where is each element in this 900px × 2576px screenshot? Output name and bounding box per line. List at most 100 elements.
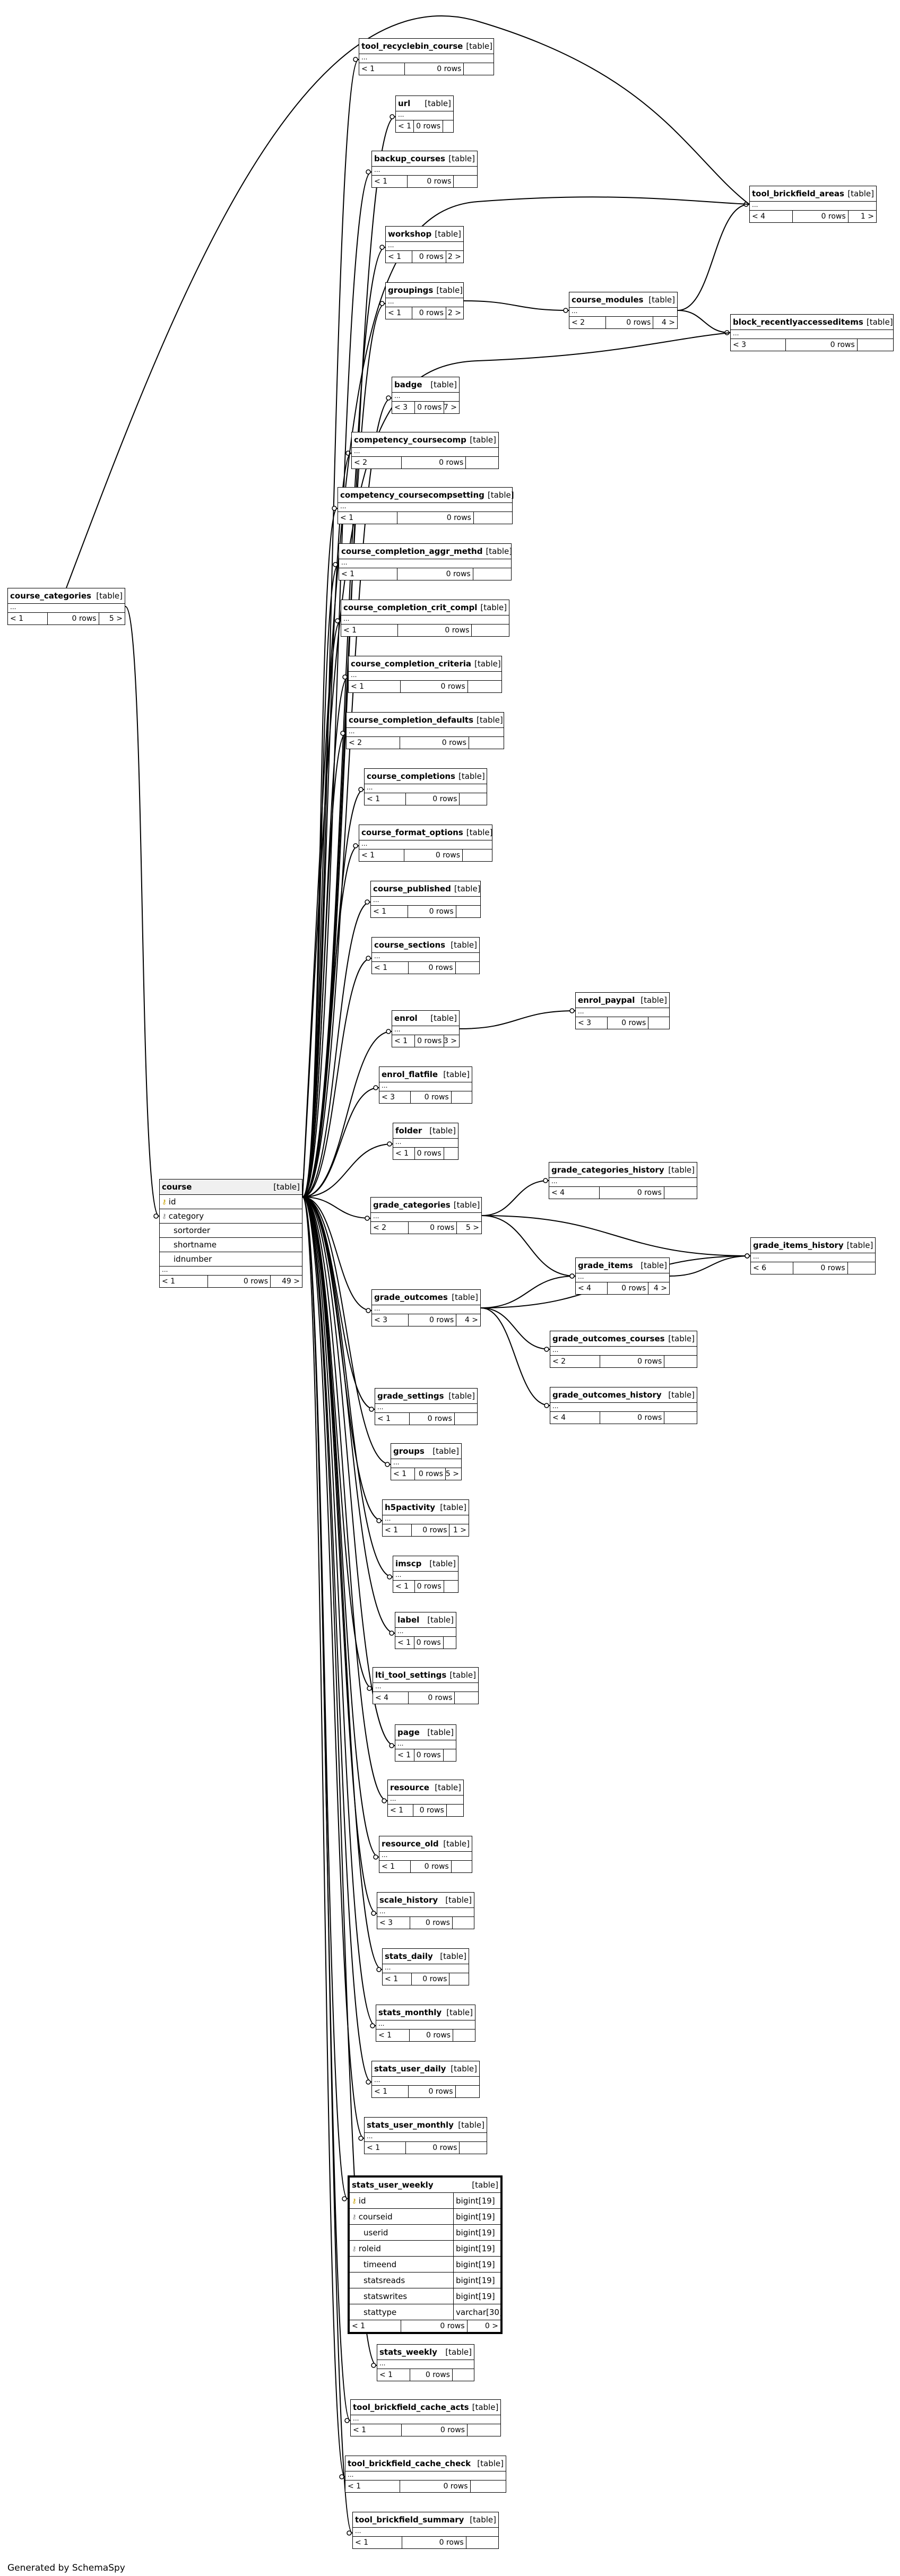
table-name[interactable]: backup_courses [374, 154, 445, 163]
parents-count[interactable]: < 1 [386, 307, 412, 319]
children-count[interactable]: 49 > [282, 1277, 300, 1286]
parents-count[interactable]: < 1 [393, 1581, 415, 1592]
parents-count[interactable]: < 1 [396, 120, 414, 132]
table-name[interactable]: resource [390, 1783, 429, 1792]
table-name[interactable]: stats_user_monthly [367, 2120, 454, 2130]
table-name[interactable]: competency_coursecomp [354, 435, 466, 445]
table-name[interactable]: course_format_options [361, 828, 463, 837]
parents-count[interactable]: < 1 [350, 2320, 401, 2332]
parents-count[interactable]: < 1 [372, 2086, 409, 2097]
parents-count[interactable]: < 2 [371, 1222, 409, 1234]
table-name[interactable]: badge [394, 380, 422, 389]
parents-count[interactable]: < 1 [377, 2369, 410, 2381]
table-course-completion-aggr-methd[interactable]: course_completion_aggr_methd[table]...< … [339, 543, 512, 580]
parents-count[interactable]: < 1 [395, 1749, 414, 1761]
parents-count[interactable]: < 1 [376, 2029, 410, 2041]
table-name[interactable]: course [162, 1182, 192, 1192]
parents-count[interactable]: < 1 [383, 1524, 412, 1536]
parents-count[interactable]: < 1 [365, 2142, 406, 2154]
parents-count[interactable]: < 1 [386, 251, 412, 263]
children-count[interactable]: 5 > [445, 1470, 459, 1478]
parents-count[interactable]: < 1 [341, 625, 399, 636]
table-name[interactable]: label [397, 1615, 420, 1625]
parents-count[interactable]: < 4 [373, 1692, 409, 1704]
table-competency-coursecompsetting[interactable]: competency_coursecompsetting[table]...< … [338, 487, 514, 524]
table-name[interactable]: scale_history [379, 1895, 438, 1905]
column-name[interactable]: userid [364, 2227, 388, 2237]
column-name[interactable]: shortname [174, 1240, 217, 1250]
children-count[interactable]: 3 > [443, 1037, 457, 1045]
table-name[interactable]: stats_monthly [378, 2008, 442, 2017]
column-name[interactable]: id [358, 2196, 366, 2206]
table-name[interactable]: stats_user_daily [374, 2064, 446, 2074]
table-name[interactable]: competency_coursecompsetting [340, 490, 484, 500]
table-name[interactable]: course_completion_defaults [349, 715, 474, 725]
parents-count[interactable]: < 6 [751, 1262, 793, 1274]
parents-count[interactable]: < 2 [352, 457, 402, 469]
parents-count[interactable]: < 4 [549, 1187, 600, 1199]
parents-count[interactable]: < 1 [379, 1861, 411, 1872]
table-name[interactable]: groupings [388, 285, 434, 295]
parents-count[interactable]: < 1 [395, 1637, 414, 1649]
parents-count[interactable]: < 3 [576, 1017, 608, 1029]
table-name[interactable]: course_completions [367, 771, 455, 781]
children-count[interactable]: 5 > [109, 614, 123, 623]
table-name[interactable]: page [397, 1728, 420, 1737]
parents-count[interactable]: < 1 [371, 906, 409, 917]
column-name[interactable]: statsreads [364, 2275, 405, 2285]
children-count[interactable]: 2 > [447, 309, 461, 317]
children-count[interactable]: 7 > [443, 403, 457, 412]
parents-count[interactable]: < 3 [372, 1314, 409, 1326]
parents-count[interactable]: < 1 [383, 1973, 412, 1985]
parents-count[interactable]: < 1 [391, 1468, 415, 1480]
parents-count[interactable]: < 1 [388, 1805, 414, 1816]
children-count[interactable]: 4 > [653, 1284, 667, 1293]
parents-count[interactable]: < 4 [576, 1282, 608, 1294]
column-name[interactable]: timeend [364, 2259, 397, 2269]
table-block-recentlyaccesseditems[interactable]: block_recentlyaccesseditems[table]...< 3… [730, 314, 894, 351]
table-name[interactable]: stats_weekly [379, 2347, 437, 2357]
parents-count[interactable]: < 1 [359, 849, 404, 861]
table-name[interactable]: course_completion_aggr_methd [341, 547, 483, 556]
table-name[interactable]: grade_categories_history [551, 1165, 664, 1175]
table-name[interactable]: stats_user_weekly [352, 2180, 434, 2190]
parents-count[interactable]: < 1 [349, 681, 401, 692]
parents-count[interactable]: < 1 [365, 793, 406, 805]
table-name[interactable]: imscp [395, 1559, 422, 1568]
parents-count[interactable]: < 3 [731, 339, 786, 351]
table-name[interactable]: enrol_flatfile [382, 1070, 438, 1079]
parents-count[interactable]: < 1 [351, 2424, 402, 2436]
parents-count[interactable]: < 2 [569, 317, 607, 328]
table-name[interactable]: resource_old [382, 1839, 439, 1849]
table-name[interactable]: workshop [388, 229, 432, 239]
column-name[interactable]: statswrites [364, 2291, 408, 2301]
column-name[interactable]: idnumber [174, 1254, 212, 1264]
table-name[interactable]: tool_brickfield_summary [355, 2515, 464, 2525]
children-count[interactable]: 1 > [453, 1526, 466, 1534]
table-course[interactable]: course [table] ⚷id ⚷category sortorder s… [159, 1179, 302, 1288]
